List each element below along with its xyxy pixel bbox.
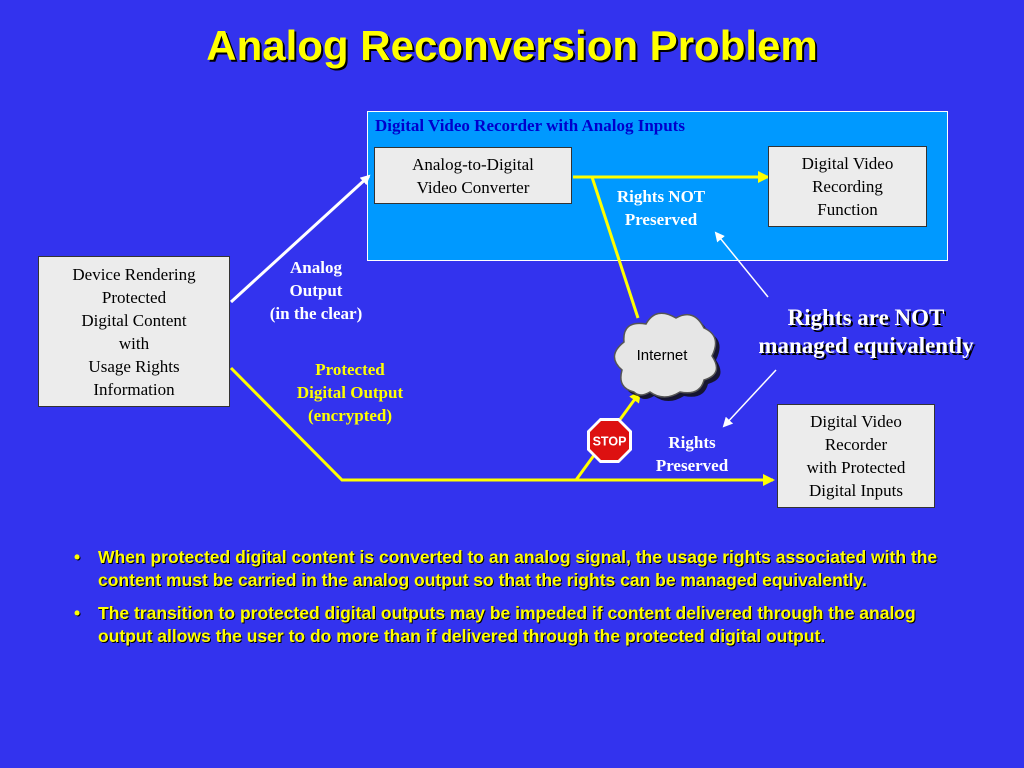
protected-output-arrow — [229, 366, 775, 486]
cloud-icon — [613, 312, 721, 401]
rights-preserved-label: Rights Preserved — [655, 433, 729, 475]
rights-not-managed-arrow-down — [722, 369, 777, 428]
rights-not-managed-label: Rights are NOT managed equivalently — [758, 305, 974, 358]
rights-not-managed-arrow-up — [714, 231, 769, 298]
bullet-item: The transition to protected digital outp… — [72, 602, 972, 648]
rights-not-preserved-label: Rights NOT Preserved — [616, 187, 706, 229]
stop-sign-icon: STOP — [587, 418, 632, 463]
recording-function-box: Digital Video Recording Function — [768, 146, 927, 227]
stop-sign-text: STOP — [593, 435, 627, 449]
analog-output-arrow — [229, 174, 371, 304]
dvr-container-label: Digital Video Recorder with Analog Input… — [375, 116, 685, 135]
internet-label: Internet — [636, 347, 688, 364]
slide-title: Analog Reconversion Problem — [206, 22, 818, 69]
device-rendering-box: Device Rendering Protected Digital Conte… — [38, 256, 230, 407]
bullet-item: When protected digital content is conver… — [72, 546, 972, 592]
adc-to-internet-connector — [573, 175, 640, 319]
protected-recorder-box: Digital Video Recorder with Protected Di… — [777, 404, 935, 508]
analog-output-label: Analog Output (in the clear) — [269, 258, 363, 323]
adc-converter-box: Analog-to-Digital Video Converter — [374, 147, 572, 204]
bullet-list: When protected digital content is conver… — [72, 546, 972, 658]
protected-output-label: Protected Digital Output (encrypted) — [296, 360, 404, 425]
